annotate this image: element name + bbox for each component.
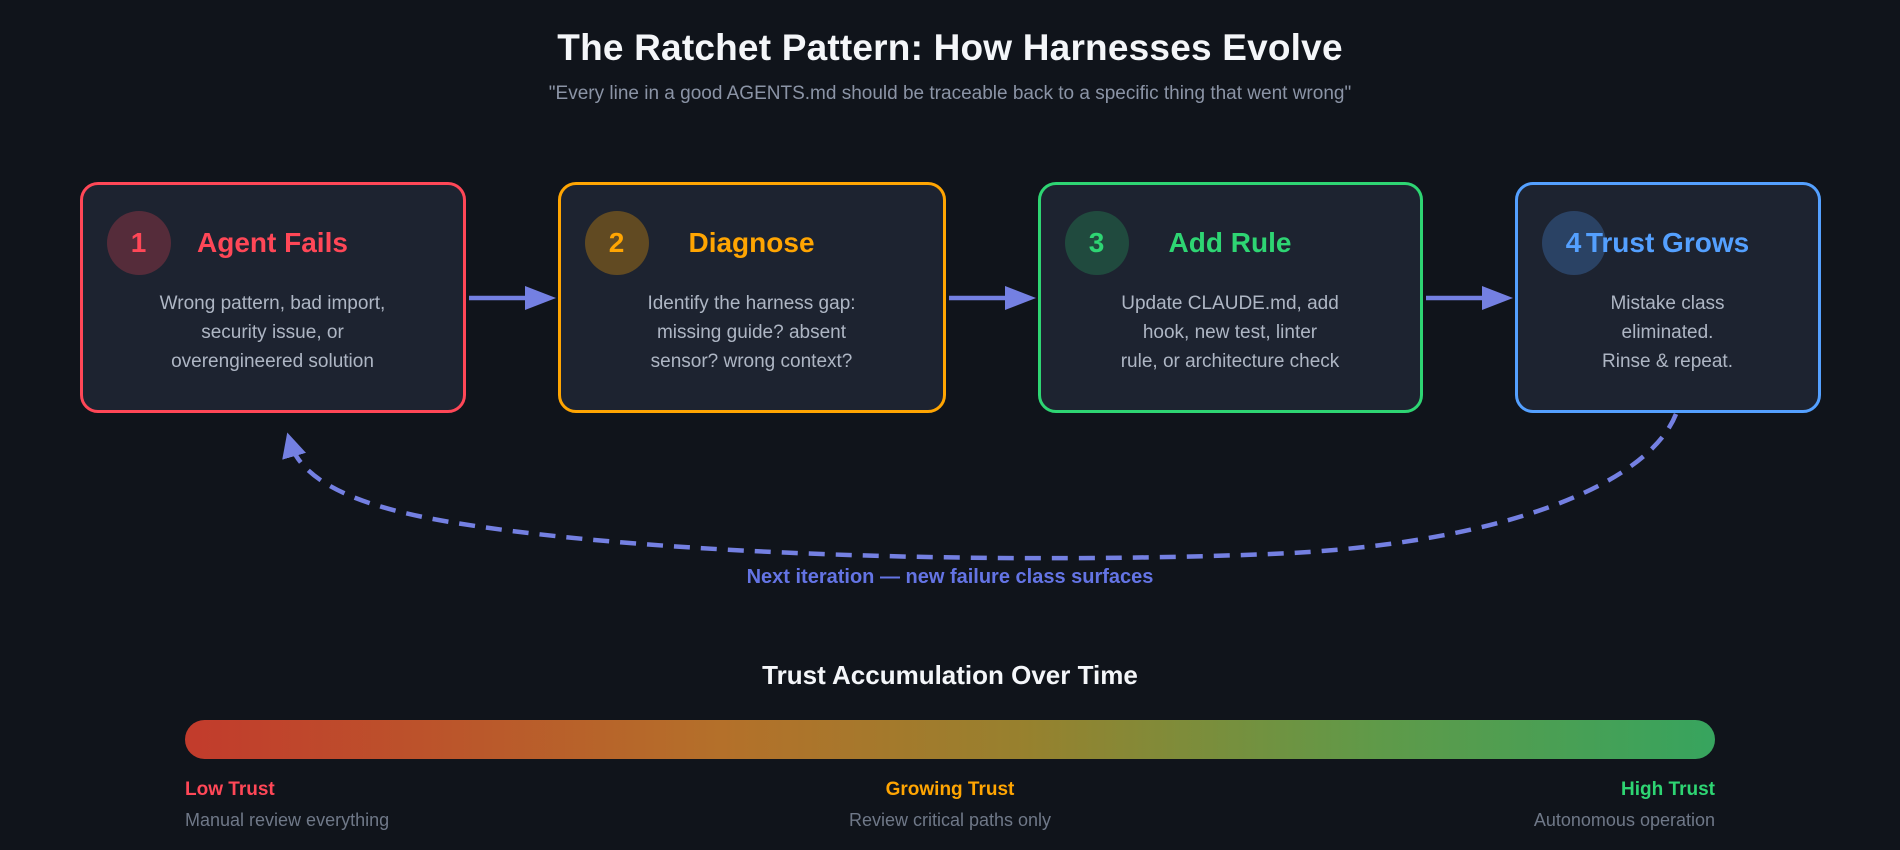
- step-header: 4 Trust Grows: [1518, 211, 1818, 275]
- step-description: Identify the harness gap: missing guide?…: [647, 293, 856, 372]
- flow-arrow-gap: [466, 182, 558, 413]
- step-title: Agent Fails: [197, 227, 348, 258]
- trust-level-high: High Trust Autonomous operation: [1205, 779, 1715, 831]
- step-description: Update CLAUDE.md, add hook, new test, li…: [1120, 293, 1340, 372]
- page-title: The Ratchet Pattern: How Harnesses Evolv…: [557, 27, 1343, 68]
- trust-level-desc: Autonomous operation: [1533, 810, 1715, 830]
- header: The Ratchet Pattern: How Harnesses Evolv…: [0, 0, 1900, 150]
- step-box-agent-fails: 1 Agent Fails Wrong pattern, bad import,…: [79, 182, 466, 413]
- right-arrow-icon: [1425, 285, 1513, 310]
- step-number-badge: 1: [106, 211, 171, 275]
- trust-level-desc: Manual review everything: [185, 810, 390, 830]
- trust-heading: Trust Accumulation Over Time: [762, 660, 1138, 690]
- ratchet-flow-diagram: 1 Agent Fails Wrong pattern, bad import,…: [0, 150, 1900, 620]
- trust-level-desc: Review critical paths only: [848, 810, 1052, 830]
- step-description: Wrong pattern, bad import, security issu…: [159, 293, 386, 372]
- step-title: Trust Grows: [1585, 227, 1750, 258]
- trust-level-label: High Trust: [1621, 779, 1715, 800]
- trust-labels-row: Low Trust Manual review everything Growi…: [185, 779, 1715, 831]
- trust-level-low: Low Trust Manual review everything: [185, 779, 695, 831]
- step-number-badge: 4: [1541, 211, 1606, 275]
- step-box-trust-grows: 4 Trust Grows Mistake class eliminated. …: [1514, 182, 1821, 413]
- trust-accumulation-section: Trust Accumulation Over Time Low Trust M…: [0, 620, 1900, 831]
- trust-gradient-bar: [185, 720, 1715, 759]
- steps-row: 1 Agent Fails Wrong pattern, bad import,…: [0, 182, 1900, 413]
- trust-level-growing: Growing Trust Review critical paths only: [695, 779, 1205, 831]
- step-header: 3 Add Rule: [1041, 211, 1420, 275]
- right-arrow-icon: [948, 285, 1036, 310]
- trust-level-label: Low Trust: [185, 779, 275, 800]
- right-arrow-icon: [468, 285, 556, 310]
- step-title: Diagnose: [688, 227, 815, 258]
- step-header: 2 Diagnose: [561, 211, 943, 275]
- step-number-badge: 2: [584, 211, 649, 275]
- step-box-diagnose: 2 Diagnose Identify the harness gap: mis…: [557, 182, 946, 413]
- page-subtitle: "Every line in a good AGENTS.md should b…: [548, 83, 1352, 104]
- flow-arrow-gap: [1423, 182, 1515, 413]
- flow-arrow-gap: [946, 182, 1038, 413]
- step-number-badge: 3: [1064, 211, 1129, 275]
- step-header: 1 Agent Fails: [83, 211, 463, 275]
- feedback-loop-arrow: [282, 413, 1679, 561]
- step-description: Mistake class eliminated. Rinse & repeat…: [1602, 293, 1733, 372]
- step-title: Add Rule: [1168, 227, 1292, 258]
- step-box-add-rule: 3 Add Rule Update CLAUDE.md, add hook, n…: [1037, 182, 1423, 413]
- trust-level-label: Growing Trust: [885, 779, 1015, 800]
- loop-label: Next iteration — new failure class surfa…: [746, 566, 1154, 588]
